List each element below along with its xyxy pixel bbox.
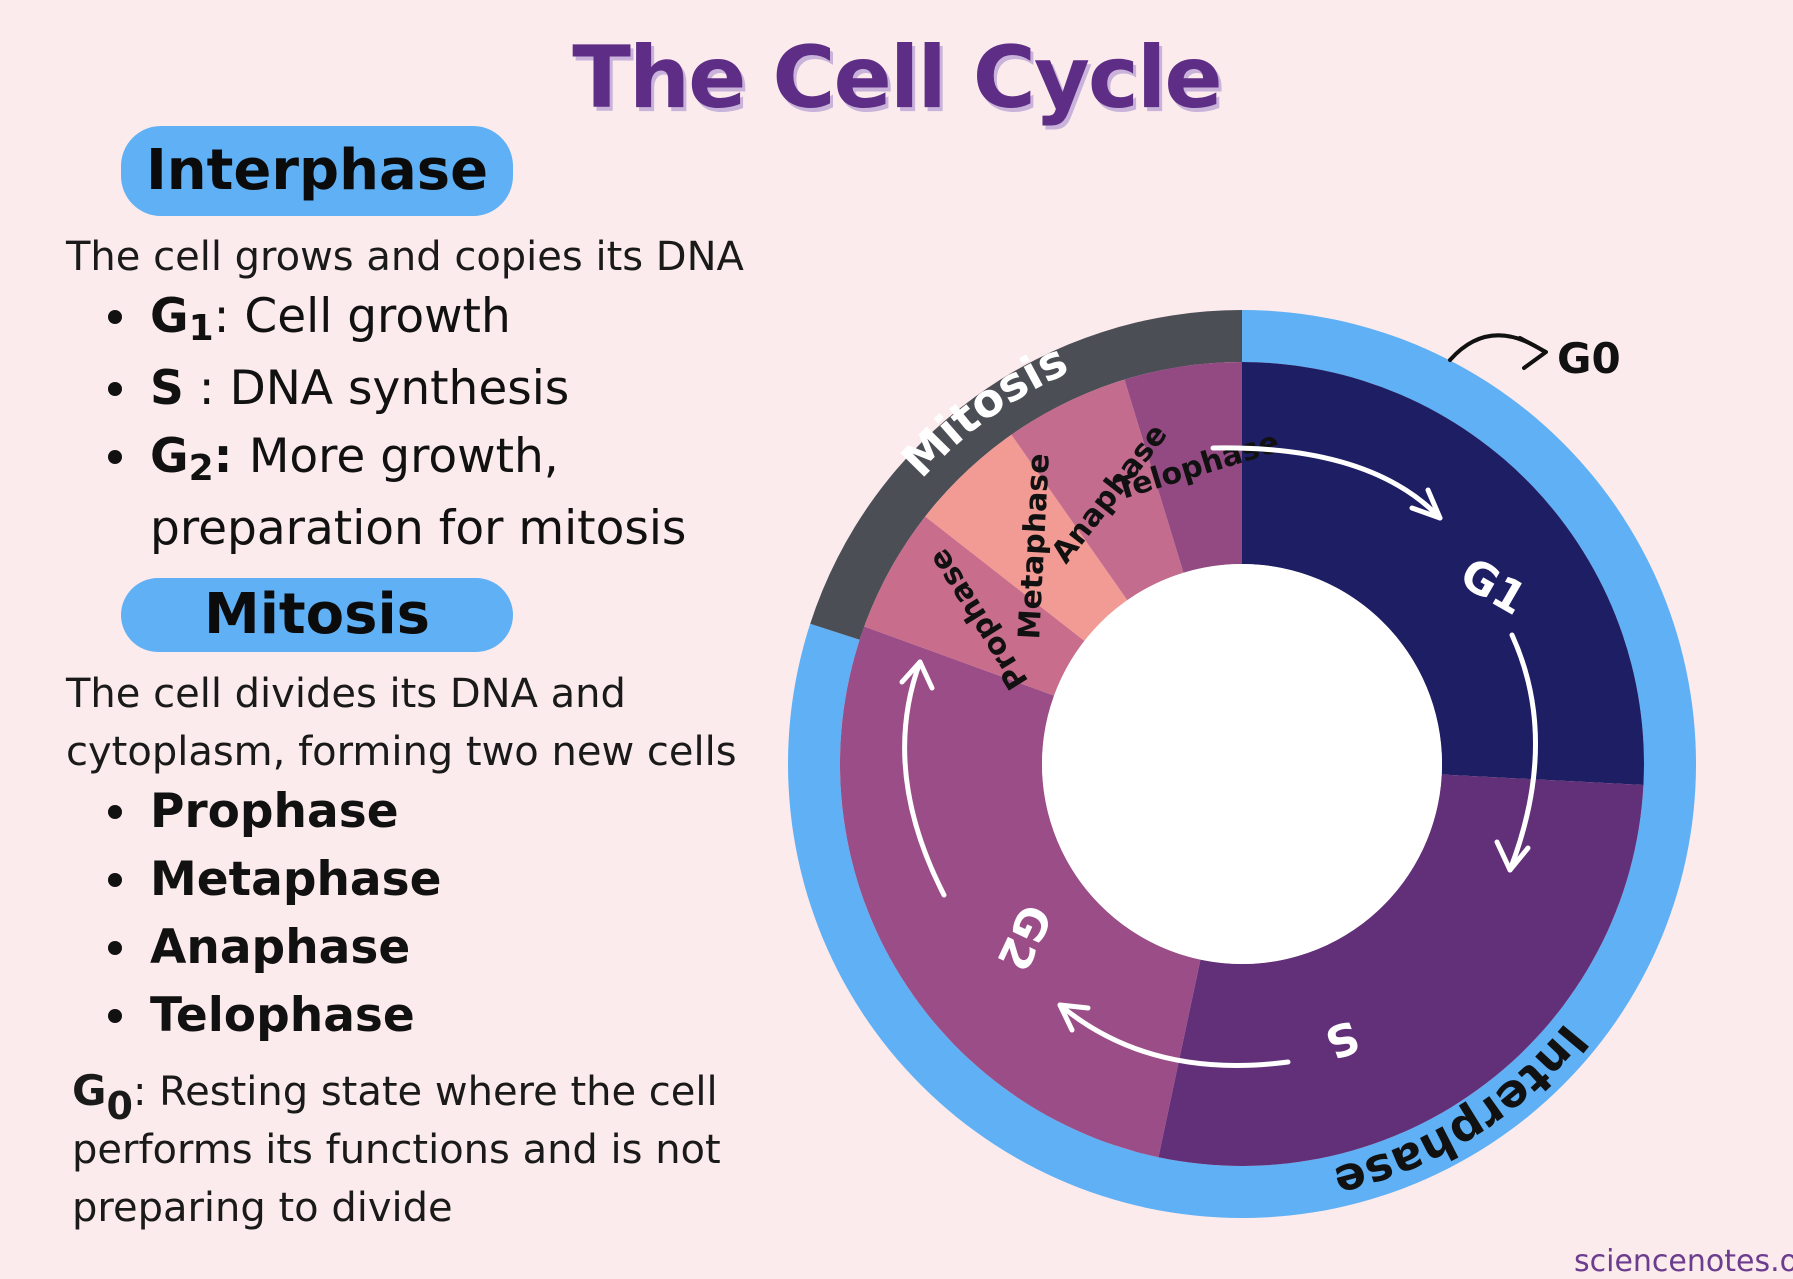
g2-term: G2 xyxy=(150,429,214,489)
list-item-g2: G2: More growth, preparation for mitosis xyxy=(100,423,790,563)
arrow-g2-to-prophase xyxy=(899,659,947,898)
interphase-description: The cell grows and copies its DNA xyxy=(66,234,744,280)
segment-g2 xyxy=(840,626,1201,1158)
outer-ring-mitosis xyxy=(810,310,1242,640)
g2-description: More growth, preparation for mitosis xyxy=(150,429,687,556)
mitosis-phase-list: Prophase Metaphase Anaphase Telophase xyxy=(100,778,442,1050)
interphase-heading: Interphase xyxy=(121,126,513,216)
s-description: DNA synthesis xyxy=(229,361,570,416)
s-term: S xyxy=(150,361,184,416)
segment-g1 xyxy=(1242,362,1645,786)
interphase-phase-list: G1: Cell growth S : DNA synthesis G2: Mo… xyxy=(100,283,790,563)
arrow-g1-to-s xyxy=(1494,632,1538,873)
list-item-anaphase: Anaphase xyxy=(100,914,442,982)
segment-telophase xyxy=(1124,362,1242,573)
arrow-to-g0 xyxy=(1448,333,1548,370)
center-disk xyxy=(1042,564,1442,964)
segment-anaphase xyxy=(1011,379,1184,601)
page-title: The Cell Cycle xyxy=(572,28,1222,128)
list-item-g1: G1: Cell growth xyxy=(100,283,790,355)
list-item-telophase: Telophase xyxy=(100,982,442,1050)
label-g0: G0 xyxy=(1557,334,1621,383)
g0-description: : Resting state where the cell performs … xyxy=(72,1069,721,1231)
g1-term: G1 xyxy=(150,289,214,349)
g1-description: Cell growth xyxy=(244,289,511,344)
list-item-metaphase: Metaphase xyxy=(100,846,442,914)
mitosis-heading: Mitosis xyxy=(121,578,513,652)
segment-metaphase xyxy=(925,434,1128,641)
list-item-s: S : DNA synthesis xyxy=(100,355,790,423)
g0-term: G0 xyxy=(72,1066,133,1128)
arrow-s-to-g2 xyxy=(1057,1002,1291,1068)
g0-note: G0: Resting state where the cell perform… xyxy=(72,1062,792,1237)
arrow-telophase-to-g1 xyxy=(1210,445,1443,521)
list-item-prophase: Prophase xyxy=(100,778,442,846)
segment-prophase xyxy=(864,516,1085,696)
segment-s xyxy=(1158,774,1644,1166)
footer-source: sciencenotes.org xyxy=(1574,1244,1793,1279)
mitosis-description: The cell divides its DNA and cytoplasm, … xyxy=(66,671,737,775)
